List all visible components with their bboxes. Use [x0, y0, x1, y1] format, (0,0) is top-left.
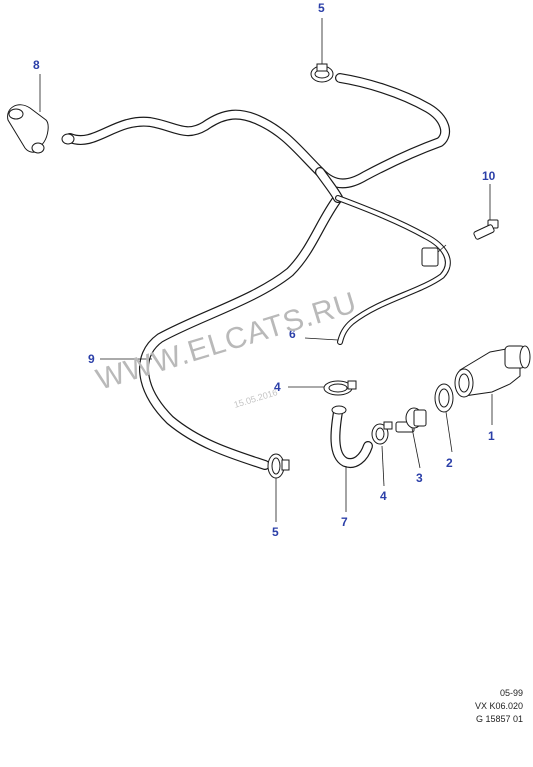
leader-lines [39, 18, 493, 522]
callout-6: 6 [289, 327, 296, 341]
tube-6 [335, 195, 451, 345]
callout-4-top: 4 [274, 380, 281, 394]
callout-9: 9 [88, 352, 95, 366]
callout-10: 10 [482, 169, 496, 183]
hose-7 [330, 405, 373, 468]
clamp-4-upper [323, 380, 357, 396]
connector-3 [395, 407, 427, 433]
bracket-shape [421, 247, 439, 267]
footer-graphic-id: G 15857 01 [475, 714, 523, 724]
callout-5-top: 5 [318, 1, 325, 15]
callout-2: 2 [446, 456, 453, 470]
footer-date: 05-99 [499, 688, 523, 698]
watermark-date: 15.05.2016 [233, 387, 279, 410]
hose-elbow-8 [7, 104, 75, 154]
callout-8: 8 [33, 58, 40, 72]
callout-labels: 5 8 10 6 9 4 1 2 3 4 7 5 [33, 1, 496, 539]
clamp-5-lower [267, 453, 290, 479]
callout-4-bottom: 4 [380, 489, 387, 503]
seal-2 [434, 383, 454, 413]
hose-9 [65, 73, 451, 470]
clamp-4-lower [371, 421, 393, 445]
bolt-10 [473, 219, 499, 240]
callout-1: 1 [488, 429, 495, 443]
footer-reference: VX K06.020 [474, 701, 523, 711]
callout-5-bottom: 5 [272, 525, 279, 539]
clamp-5-upper [310, 63, 334, 83]
callout-3: 3 [416, 471, 423, 485]
housing-1 [454, 345, 531, 398]
callout-7: 7 [341, 515, 348, 529]
